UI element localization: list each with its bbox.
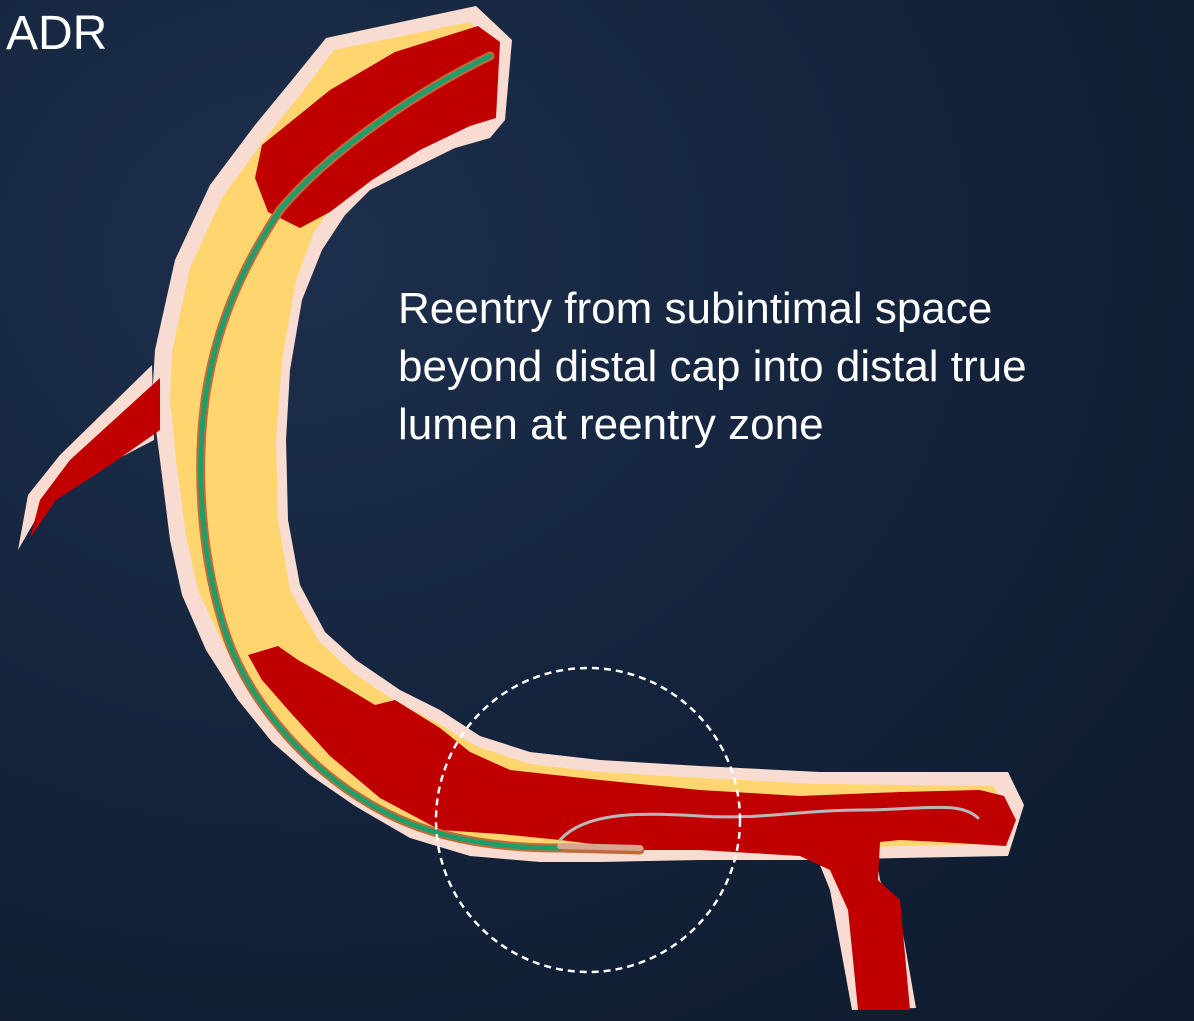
side-branch-lumen — [30, 378, 160, 538]
annotation-line-3: lumen at reentry zone — [398, 400, 824, 449]
slide-title: ADR — [6, 4, 107, 64]
annotation-line-1: Reentry from subintimal space — [398, 284, 992, 333]
annotation-line-2: beyond distal cap into distal true — [398, 342, 1027, 391]
device-tip — [560, 846, 640, 848]
reentry-annotation: Reentry from subintimal space beyond dis… — [398, 280, 1178, 454]
distal-true-lumen — [248, 646, 1016, 1010]
